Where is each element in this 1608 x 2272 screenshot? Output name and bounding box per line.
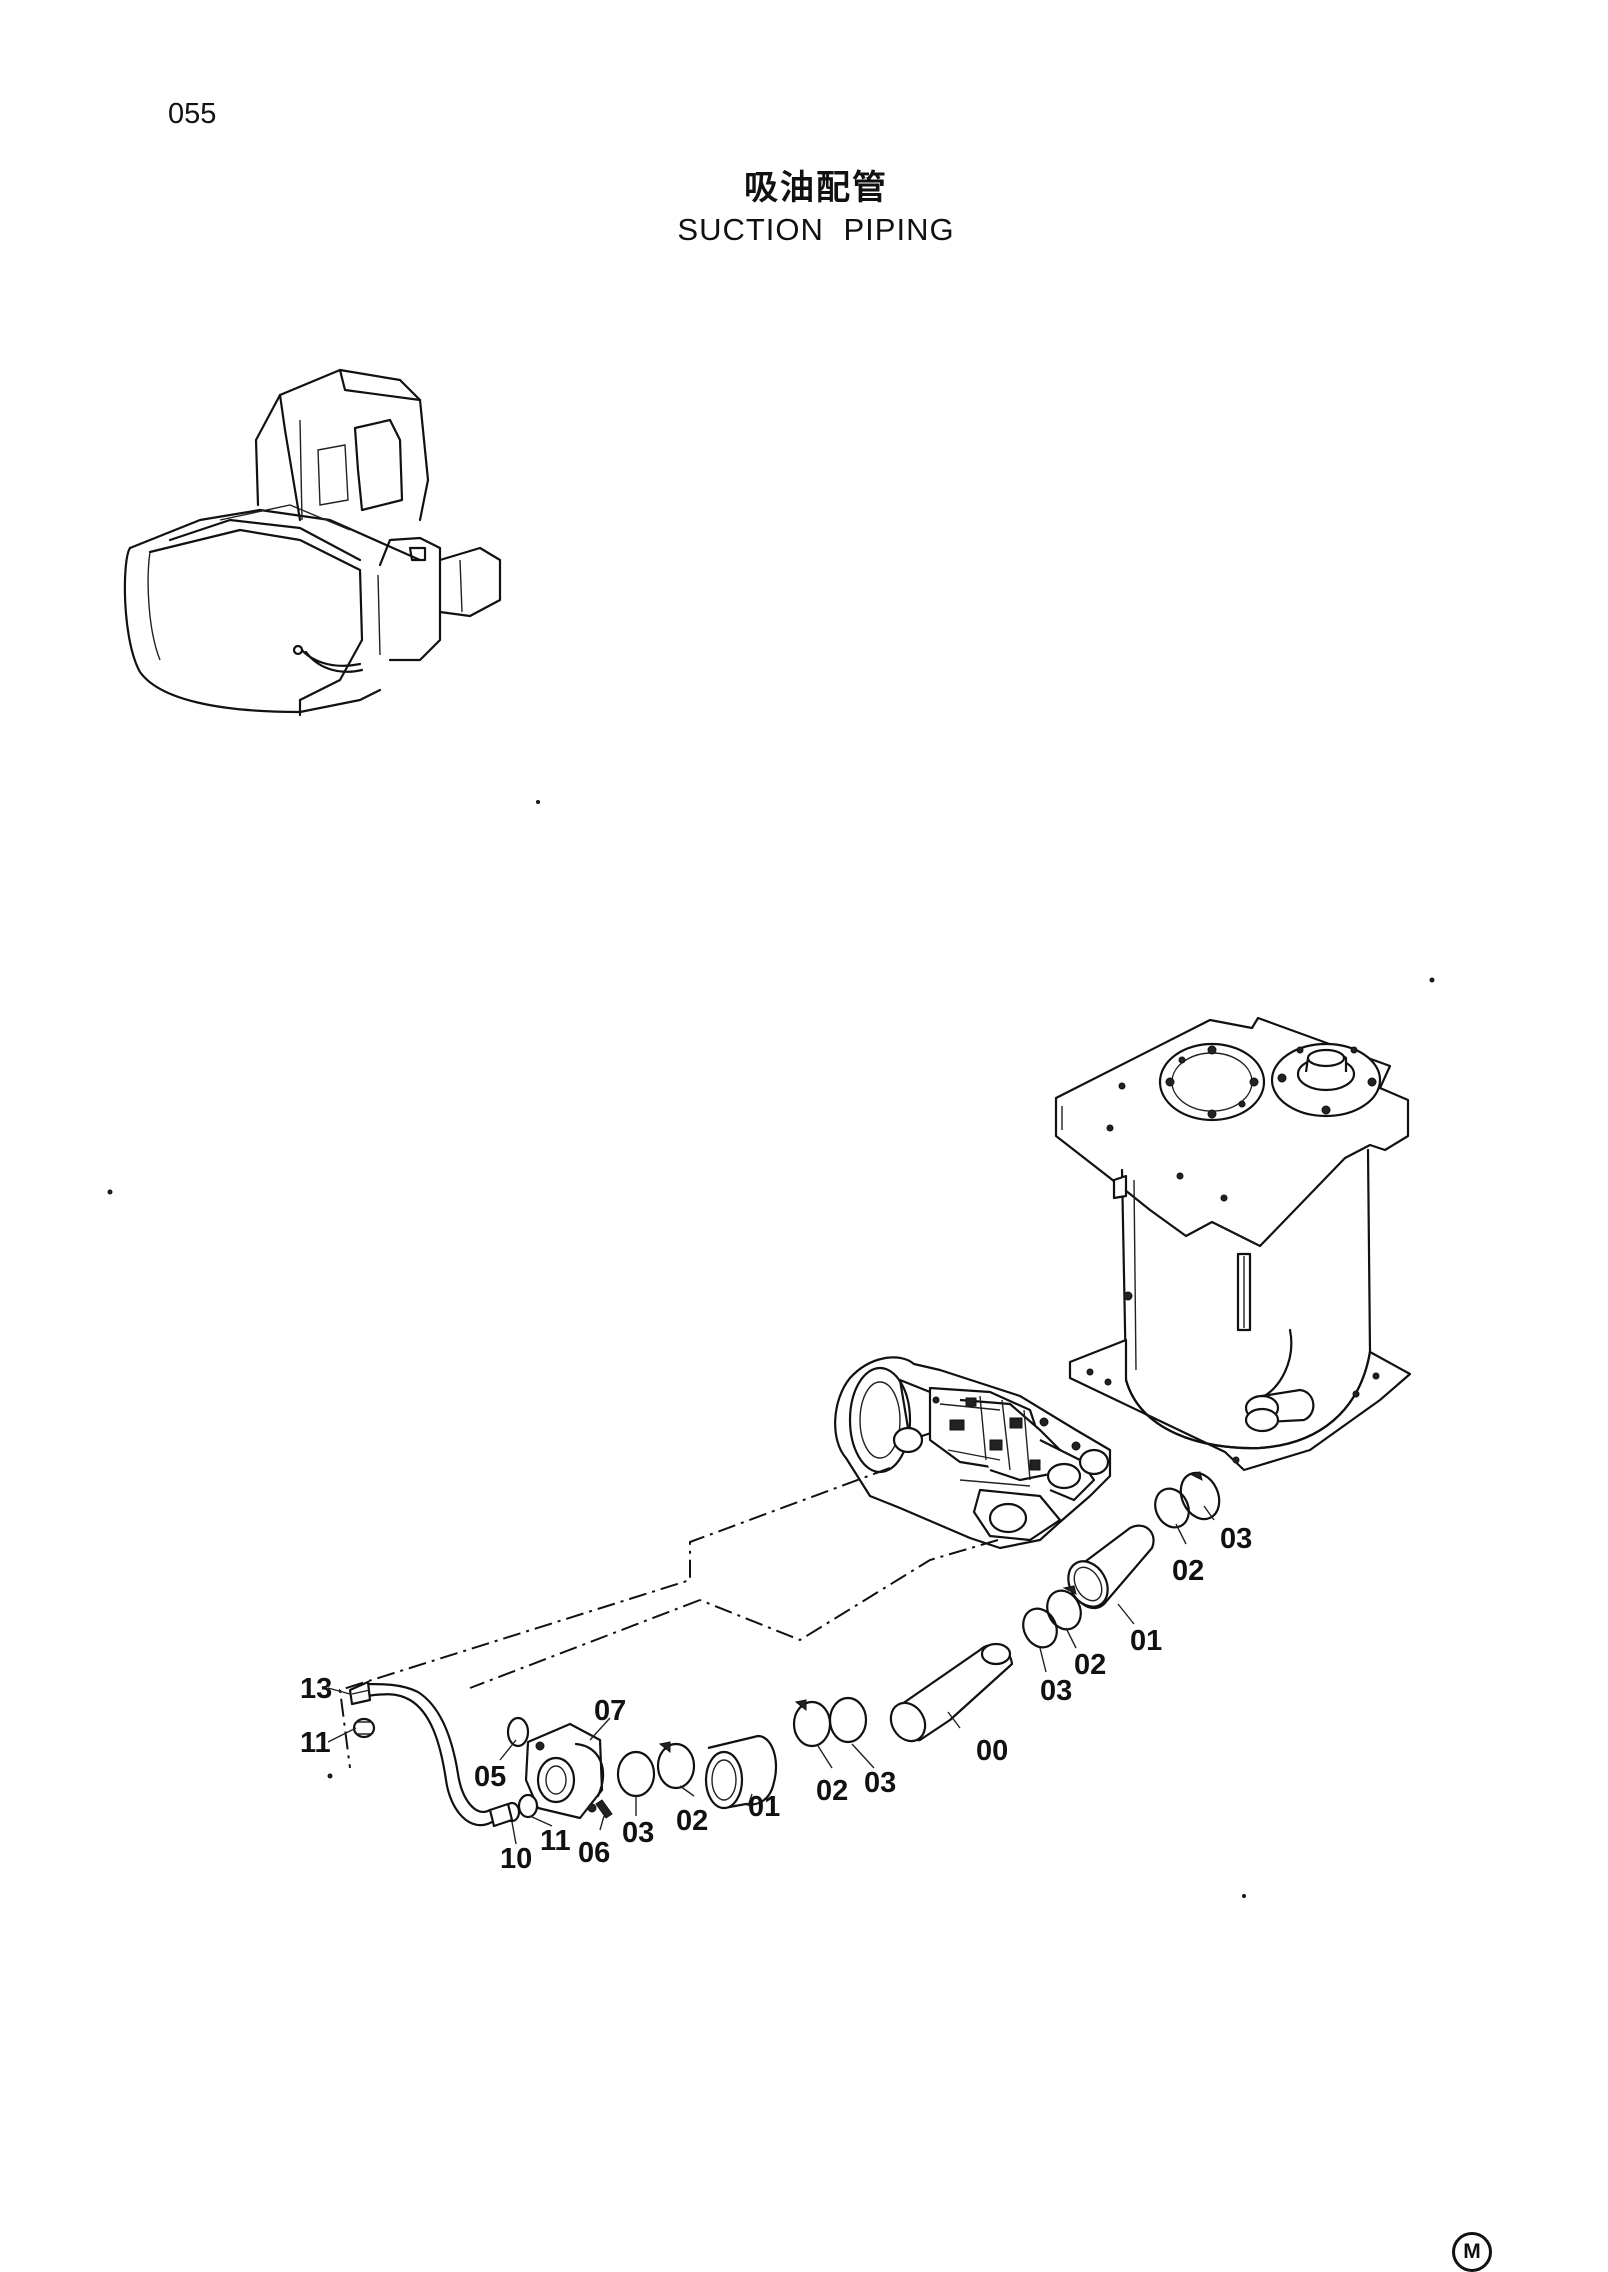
- callout-01-upper: 01: [1130, 1625, 1162, 1657]
- page-number: 055: [168, 98, 217, 130]
- callout-11-top: 11: [300, 1727, 331, 1759]
- excavator-overview-icon: [123, 368, 502, 717]
- hydraulic-oil-tank-icon: [1054, 1016, 1412, 1472]
- callout-05: 05: [474, 1761, 506, 1793]
- callout-01-lower: 01: [748, 1791, 780, 1823]
- page-title-chinese: 吸油配管: [744, 168, 888, 208]
- callout-10: 10: [500, 1843, 532, 1875]
- suction-hose-icon: [348, 1524, 1155, 1828]
- callout-13: 13: [300, 1673, 332, 1705]
- reference-lines: [338, 1467, 999, 1769]
- callout-02-mid: 02: [1074, 1649, 1106, 1681]
- callout-00: 00: [976, 1735, 1008, 1767]
- callout-07: 07: [594, 1695, 626, 1727]
- callout-11-bottom: 11: [540, 1825, 571, 1857]
- hydraulic-pump-icon: [834, 1356, 1112, 1550]
- callout-03-left: 03: [622, 1817, 654, 1849]
- callout-02-low: 02: [816, 1775, 848, 1807]
- callout-02-upper: 02: [1172, 1555, 1204, 1587]
- leader-lines: [327, 1505, 1215, 1845]
- corner-mark-badge: M: [1452, 2232, 1492, 2272]
- hose-clamp-icon: [616, 1471, 1221, 1798]
- callout-02-left: 02: [676, 1805, 708, 1837]
- callout-03-mid: 03: [1040, 1675, 1072, 1707]
- callout-03-low: 03: [864, 1767, 896, 1799]
- callout-03-upper: 03: [1220, 1523, 1252, 1555]
- page-title-english: SUCTION PIPING: [677, 212, 955, 247]
- callout-06: 06: [578, 1837, 610, 1869]
- scan-specks: [107, 800, 1435, 1898]
- callout-labels: 13 11 05 07 10 11 06 03 02 01 02 03 00 0…: [300, 1523, 1252, 1875]
